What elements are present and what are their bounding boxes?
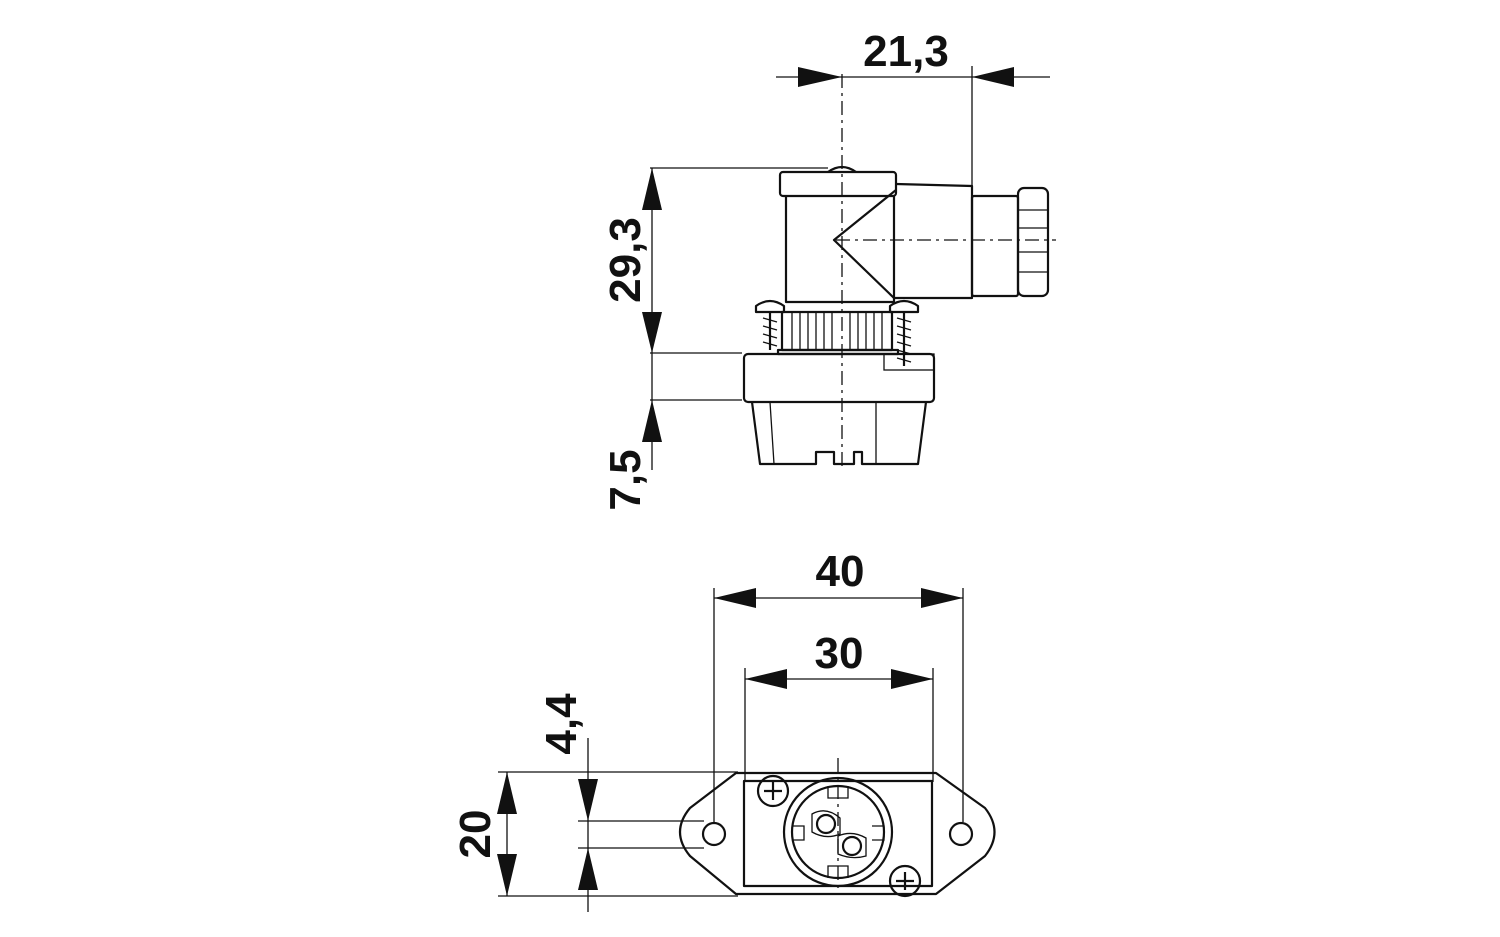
dim-label-29-3: 29,3: [601, 217, 650, 303]
contact-1: [815, 813, 837, 835]
gland-angle: [832, 189, 897, 299]
knurl-lines: [791, 312, 883, 350]
bottom-screw-head: [888, 864, 922, 898]
left-mounting-hole: [701, 821, 727, 847]
base-lower: [750, 401, 928, 466]
right-mounting-hole: [948, 821, 974, 847]
dim-21-3: 21,3: [776, 27, 1050, 186]
dim-label-7-5: 7,5: [601, 449, 650, 510]
base-upper: [742, 352, 936, 404]
cap-dome: [827, 165, 857, 173]
dim-20: 20: [451, 771, 738, 897]
dim-label-4-4: 4,4: [537, 693, 586, 755]
dim-30: 30: [744, 629, 934, 782]
plan-view: [678, 758, 996, 898]
gland-sleeve: [970, 194, 1020, 298]
knurled-ring: [780, 310, 894, 352]
dim-40: 40: [713, 547, 964, 822]
top-screw-head: [756, 774, 790, 808]
gland-nut: [1016, 186, 1050, 298]
dim-label-20: 20: [451, 810, 500, 859]
dim-4-4: 4,4: [537, 693, 704, 912]
base-step: [883, 353, 935, 371]
gland-body: [894, 182, 974, 300]
flange-outline: [678, 771, 996, 896]
left-screw: [754, 299, 786, 350]
dim-label-21-3: 21,3: [863, 27, 949, 76]
dim-label-30: 30: [815, 629, 864, 678]
dim-7-5: 7,5: [601, 449, 650, 510]
contact-2: [841, 835, 863, 857]
base-inner-wall: [769, 401, 877, 465]
dim-label-40: 40: [816, 547, 865, 596]
side-view: [742, 74, 1056, 470]
housing-body: [784, 196, 896, 304]
socket: [782, 776, 894, 888]
right-screw: [888, 299, 920, 366]
dim-29-3: 29,3: [601, 167, 828, 470]
housing-cap: [778, 170, 898, 198]
